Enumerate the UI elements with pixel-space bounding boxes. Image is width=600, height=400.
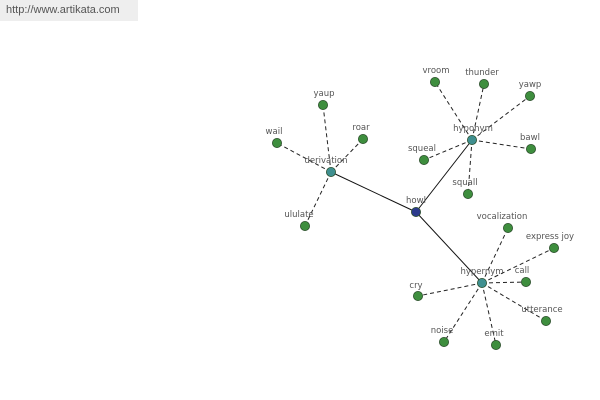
- hub-node-label: hyponym: [453, 124, 493, 134]
- hub-node-label: derivation: [304, 156, 347, 166]
- leaf-node-label: emit: [484, 329, 504, 339]
- leaf-node-emit[interactable]: emit: [484, 329, 504, 350]
- leaf-node-circle[interactable]: [429, 77, 440, 88]
- leaf-node-label: vocalization: [477, 212, 528, 222]
- leaf-node-circle[interactable]: [271, 137, 282, 148]
- leaf-node-label: vroom: [422, 66, 449, 76]
- leaf-node-circle[interactable]: [357, 133, 368, 144]
- edge-hypernym-to-call: [481, 281, 527, 284]
- hub-node-circle[interactable]: [466, 134, 477, 145]
- leaf-node-circle[interactable]: [549, 242, 560, 253]
- leaf-node-label: express joy: [526, 232, 574, 242]
- leaf-node-circle[interactable]: [490, 339, 501, 350]
- edge-hyponym-to-yawp: [471, 95, 531, 141]
- hub-node-hyponym[interactable]: hyponym: [453, 124, 493, 145]
- edge-hyponym-to-thunder: [471, 83, 485, 141]
- leaf-node-circle[interactable]: [317, 100, 328, 111]
- leaf-node-circle[interactable]: [525, 91, 536, 102]
- leaf-node-label: call: [515, 266, 530, 276]
- leaf-node-circle[interactable]: [299, 220, 310, 231]
- edge-howl-to-hypernym: [415, 211, 483, 284]
- hub-node-circle[interactable]: [325, 166, 336, 177]
- leaf-node-yaup[interactable]: yaup: [313, 89, 335, 111]
- leaf-node-label: roar: [352, 123, 370, 133]
- edge-hyponym-to-vroom: [434, 81, 473, 141]
- leaf-node-label: yawp: [519, 80, 542, 90]
- center-node-circle[interactable]: [410, 206, 421, 217]
- center-node-label: howl: [406, 196, 426, 206]
- leaf-node-label: squeal: [408, 144, 436, 154]
- edge-hypernym-to-utterance: [481, 282, 547, 322]
- url-banner-link[interactable]: http://www.artikata.com: [0, 0, 138, 21]
- hub-node-label: hypernym: [460, 267, 503, 277]
- edge-derivation-to-ululate: [304, 171, 332, 227]
- edge-hypernym-to-cry: [417, 282, 483, 297]
- leaf-node-label: yaup: [313, 89, 334, 99]
- center-node-howl[interactable]: howl: [406, 196, 426, 217]
- edge-howl-to-derivation: [330, 171, 417, 213]
- leaf-node-cry[interactable]: cry: [409, 281, 423, 301]
- edge-derivation-to-roar: [330, 138, 364, 173]
- leaf-node-circle[interactable]: [418, 154, 429, 165]
- leaf-node-ululate[interactable]: ululate: [284, 210, 314, 231]
- leaf-node-wail[interactable]: wail: [266, 127, 283, 148]
- edge-hypernym-to-emit: [481, 282, 497, 346]
- leaf-node-label: noise: [431, 326, 454, 336]
- edge-howl-to-hyponym: [415, 139, 473, 213]
- leaf-node-squall[interactable]: squall: [452, 178, 478, 199]
- edge-derivation-to-yaup: [322, 104, 332, 173]
- edge-derivation-to-wail: [276, 142, 332, 173]
- leaf-node-label: cry: [409, 281, 422, 291]
- hub-node-circle[interactable]: [476, 277, 487, 288]
- leaf-node-call[interactable]: call: [515, 266, 532, 287]
- leaf-node-circle[interactable]: [502, 222, 513, 233]
- leaf-node-circle[interactable]: [526, 143, 537, 154]
- leaf-node-label: utterance: [521, 305, 562, 315]
- leaf-node-circle[interactable]: [412, 290, 423, 301]
- graph-nodes: wail yaup roar ululate derivation vroom thunde…: [266, 66, 574, 350]
- leaf-node-circle[interactable]: [521, 276, 532, 287]
- leaf-node-circle[interactable]: [462, 188, 473, 199]
- leaf-node-yawp[interactable]: yawp: [519, 80, 542, 102]
- leaf-node-vroom[interactable]: vroom: [422, 66, 450, 88]
- edge-hypernym-to-vocalization: [481, 227, 509, 284]
- leaf-node-label: squall: [452, 178, 477, 188]
- leaf-node-squeal[interactable]: squeal: [408, 144, 436, 165]
- hub-node-hypernym[interactable]: hypernym: [460, 267, 504, 288]
- edge-hyponym-to-squeal: [423, 139, 473, 161]
- leaf-node-thunder[interactable]: thunder: [465, 68, 499, 90]
- leaf-node-label: thunder: [465, 68, 499, 78]
- leaf-node-bawl[interactable]: bawl: [520, 133, 540, 154]
- leaf-node-utterance[interactable]: utterance: [521, 305, 563, 326]
- leaf-node-label: bawl: [520, 133, 540, 143]
- leaf-node-express-joy[interactable]: express joy: [526, 232, 574, 253]
- leaf-node-circle[interactable]: [438, 336, 449, 347]
- leaf-node-circle[interactable]: [478, 79, 489, 90]
- leaf-node-label: wail: [266, 127, 283, 137]
- edge-hypernym-to-noise: [443, 282, 483, 343]
- edge-hyponym-to-bawl: [471, 139, 532, 150]
- leaf-node-noise[interactable]: noise: [431, 326, 454, 347]
- leaf-node-circle[interactable]: [541, 315, 552, 326]
- edge-hyponym-to-squall: [467, 139, 473, 195]
- edge-hypernym-to-express-joy: [481, 247, 555, 284]
- leaf-node-vocalization[interactable]: vocalization: [477, 212, 528, 233]
- graph-edges: [276, 81, 555, 346]
- hub-node-derivation[interactable]: derivation: [304, 156, 348, 177]
- leaf-node-label: ululate: [284, 210, 313, 220]
- leaf-node-roar[interactable]: roar: [352, 123, 370, 144]
